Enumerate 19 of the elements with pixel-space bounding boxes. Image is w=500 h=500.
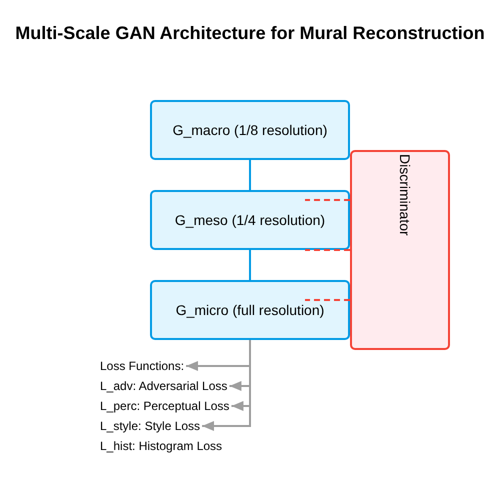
loss-item-text: L_hist: Histogram Loss <box>100 439 222 453</box>
generator-box <box>150 280 350 340</box>
loss-item-text: L_style: Style Loss <box>100 419 200 433</box>
dashed-connector <box>305 299 350 301</box>
loss-item-text: L_perc: Perceptual Loss <box>100 399 230 413</box>
generator-box <box>150 190 350 250</box>
discriminator-box <box>350 150 450 350</box>
box-label: G_meso (1/4 resolution) <box>174 212 326 228</box>
connector-line <box>249 250 251 280</box>
loss-item-text: L_adv: Adversarial Loss <box>100 379 228 393</box>
generator-box <box>150 100 350 160</box>
connector-line <box>249 160 251 190</box>
dashed-connector <box>305 199 350 201</box>
box-label: G_micro (full resolution) <box>176 302 324 318</box>
vertical-label: Discriminator <box>397 154 413 236</box>
dashed-connector <box>305 249 350 251</box>
list-heading: Loss Functions: <box>100 359 184 373</box>
diagram-title: Multi-Scale GAN Architecture for Mural Reconstruction <box>15 22 485 44</box>
box-label: G_macro (1/8 resolution) <box>172 122 328 138</box>
